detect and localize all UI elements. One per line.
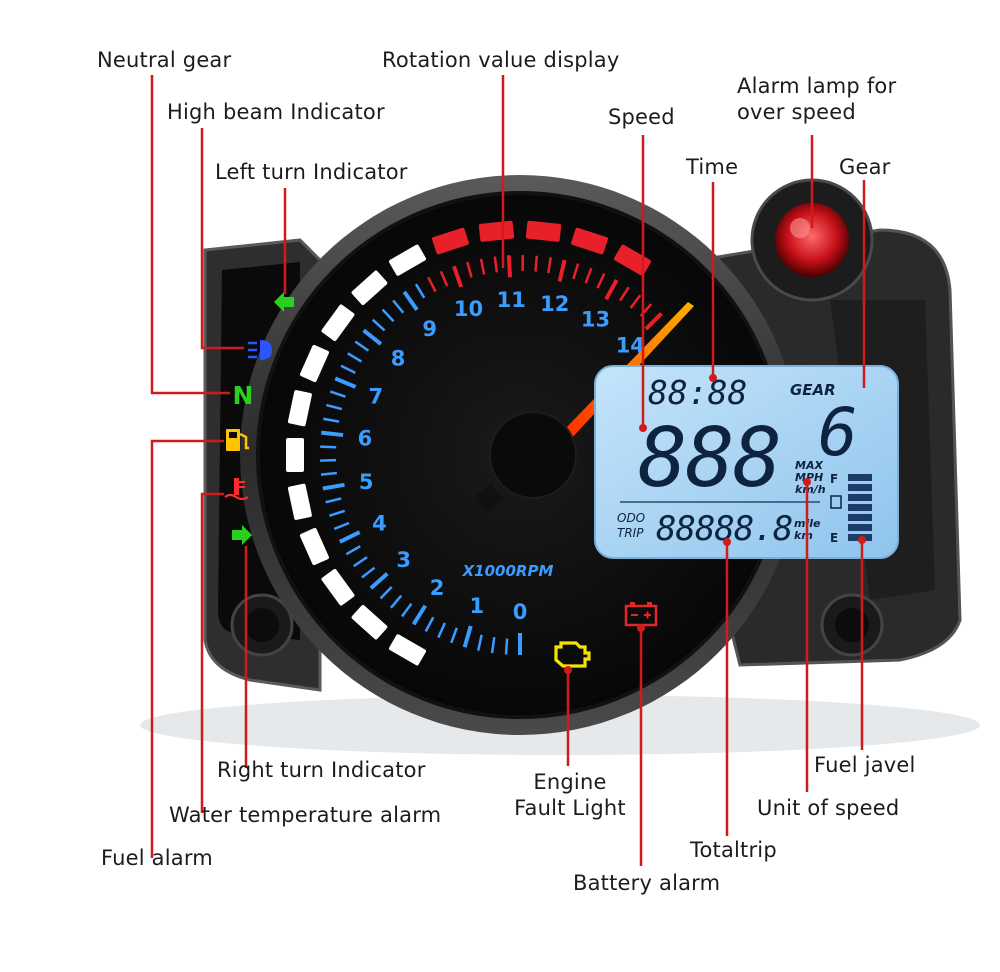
rpm-tick-label: 6	[358, 427, 373, 451]
label-unit-of-speed: Unit of speed	[757, 795, 899, 821]
fuel-bar	[848, 494, 872, 501]
neutral-n-icon: N	[233, 381, 254, 410]
fuel-bar	[848, 514, 872, 521]
rpm-tick-label: 1	[470, 594, 485, 618]
led-segment	[479, 221, 515, 242]
tick-mark	[320, 447, 336, 448]
lcd-unit-kmh: km/h	[795, 483, 826, 496]
rpm-tick-label: 13	[581, 307, 610, 331]
rpm-tick-label: 7	[369, 384, 384, 408]
label-alarm-lamp-for-over-speed: Alarm lamp for over speed	[737, 73, 896, 125]
fuel-bar	[848, 484, 872, 491]
rpm-tick-label: 0	[513, 600, 528, 624]
rpm-tick-label: 5	[359, 470, 374, 494]
label-fuel-alarm: Fuel alarm	[101, 845, 213, 871]
rpm-tick-label: 3	[396, 548, 411, 572]
lcd-odo-label: ODO	[617, 511, 645, 525]
label-water-temperature-alarm: Water temperature alarm	[169, 802, 441, 828]
lcd-fuel-full: F	[830, 472, 838, 486]
label-battery-alarm: Battery alarm	[573, 870, 720, 896]
needle-hub	[490, 412, 576, 498]
tick-mark	[321, 433, 343, 435]
rpm-tick-label: 4	[372, 512, 387, 536]
high-beam-icon	[248, 340, 272, 360]
rpm-tick-label: 10	[454, 297, 483, 321]
led-segment	[286, 438, 304, 472]
label-rotation-value-display: Rotation value display	[382, 47, 620, 73]
fuel-bar	[848, 474, 872, 481]
label-engine-fault-light: Engine Fault Light	[508, 769, 632, 821]
lcd-speed: 888	[638, 411, 780, 506]
rpm-tick-label: 8	[391, 347, 406, 371]
label-speed: Speed	[608, 104, 675, 130]
rpm-tick-label: 9	[422, 317, 437, 341]
fuel-bar	[848, 504, 872, 511]
led-segment	[526, 221, 562, 242]
label-fuel-level: Fuel javel	[814, 752, 916, 778]
lcd-gear-value: 6	[818, 394, 858, 471]
label-neutral-gear: Neutral gear	[97, 47, 231, 73]
lcd-display: 88:88 GEAR 6 888 MAX MPH km/h ODO TRIP 8…	[595, 366, 898, 558]
tick-mark	[506, 639, 507, 655]
tick-mark	[509, 255, 510, 277]
lcd-fuel-empty: E	[830, 531, 838, 545]
label-high-beam-indicator: High beam Indicator	[167, 99, 385, 125]
tick-mark	[321, 473, 337, 475]
fuel-bar	[848, 524, 872, 531]
label-time: Time	[686, 154, 738, 180]
rpm-unit-label: X1000RPM	[462, 562, 554, 580]
tick-mark	[535, 256, 536, 272]
label-right-turn-indicator: Right turn Indicator	[217, 757, 426, 783]
label-left-turn-indicator: Left turn Indicator	[215, 159, 408, 185]
label-gear: Gear	[839, 154, 891, 180]
rpm-tick-label: 12	[540, 292, 569, 316]
lcd-mileage-unit-km: km	[794, 529, 813, 542]
lcd-trip-label: TRIP	[617, 526, 644, 540]
lcd-fuel-gauge	[848, 474, 872, 541]
label-totaltrip: Totaltrip	[690, 837, 777, 863]
lcd-time: 88:88	[648, 373, 747, 412]
rpm-tick-label: 11	[497, 288, 526, 312]
rpm-tick-label: 2	[430, 576, 445, 600]
